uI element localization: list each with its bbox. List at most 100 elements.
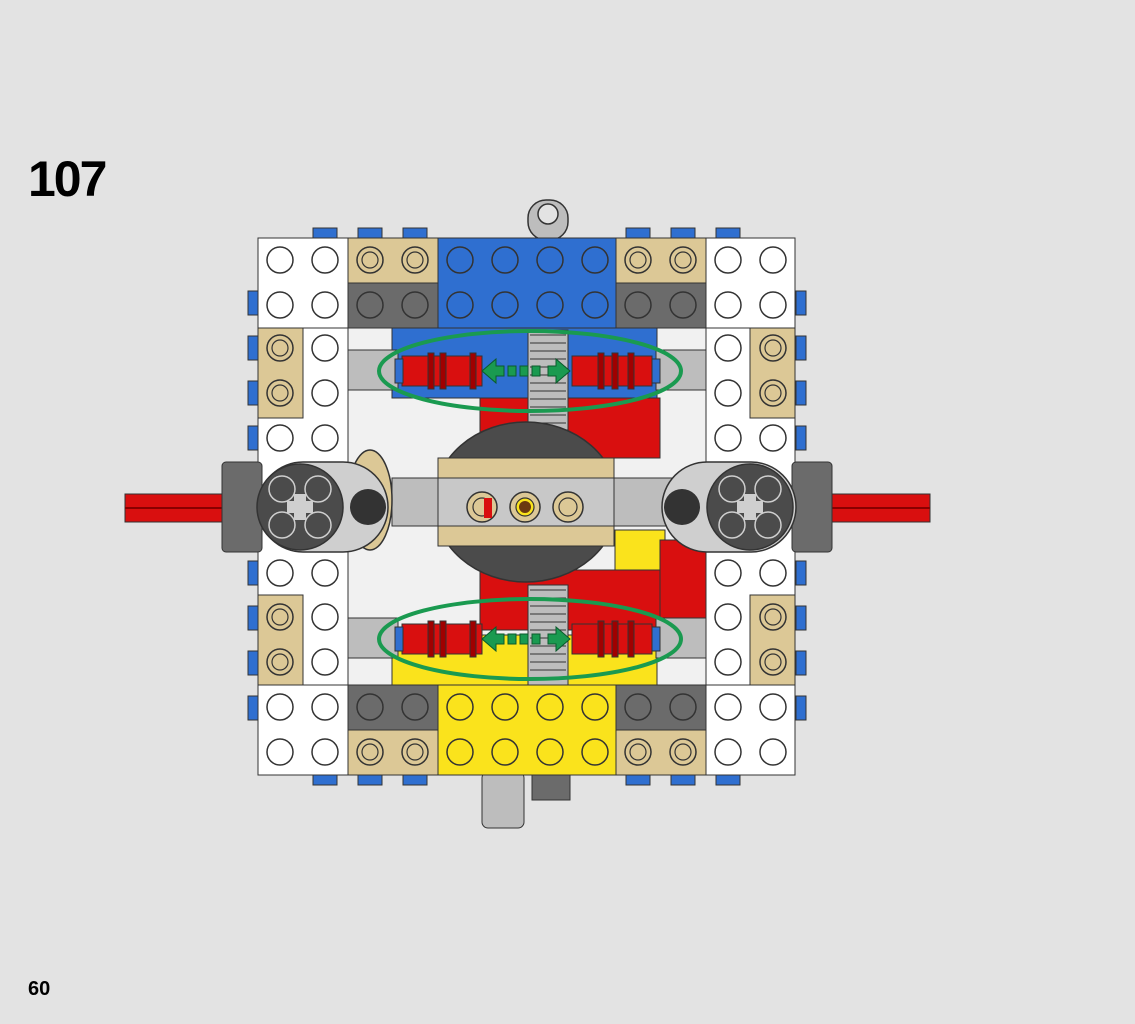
white-stud <box>311 603 339 631</box>
yellow-stud <box>491 738 519 766</box>
hub-hole <box>754 475 782 503</box>
blue-stud <box>536 291 564 319</box>
hub-hole <box>718 475 746 503</box>
white-stud <box>266 291 294 319</box>
white-stud <box>311 379 339 407</box>
double-arrow-icon <box>481 625 571 653</box>
tan-stud <box>759 648 787 676</box>
callout-ellipse <box>377 597 683 681</box>
white-stud <box>266 424 294 452</box>
tan-stud <box>759 603 787 631</box>
hub-hole <box>304 475 332 503</box>
blue-nub <box>247 695 259 721</box>
white-stud <box>714 291 742 319</box>
piston-cap <box>394 626 404 652</box>
yellow-stud <box>536 693 564 721</box>
tan-stud <box>356 738 384 766</box>
tan-stud <box>266 379 294 407</box>
white-stud <box>759 246 787 274</box>
white-stud <box>311 693 339 721</box>
blue-nub <box>357 774 383 786</box>
tan-stud <box>266 648 294 676</box>
blue-nub <box>312 774 338 786</box>
top-hook-hole <box>537 203 559 225</box>
callout-ellipse <box>377 329 683 413</box>
white-stud <box>714 559 742 587</box>
gray-stud <box>624 291 652 319</box>
blue-stud <box>446 291 474 319</box>
white-stud <box>759 424 787 452</box>
white-stud <box>714 379 742 407</box>
white-stud <box>311 246 339 274</box>
white-stud <box>311 424 339 452</box>
piston-ring <box>611 620 619 658</box>
blue-nub <box>625 227 651 239</box>
tan-stud <box>759 334 787 362</box>
blue-nub <box>247 335 259 361</box>
tan-stud <box>266 334 294 362</box>
blue-nub <box>670 774 696 786</box>
blue-nub <box>402 774 428 786</box>
blue-nub <box>795 560 807 586</box>
blue-nub <box>715 227 741 239</box>
blue-nub <box>357 227 383 239</box>
tan-stud <box>759 379 787 407</box>
blue-stud <box>446 246 474 274</box>
bottom-connector <box>481 771 525 829</box>
white-stud <box>759 693 787 721</box>
blue-nub <box>795 695 807 721</box>
white-stud <box>266 693 294 721</box>
white-stud <box>311 334 339 362</box>
gray-stud <box>356 291 384 319</box>
gray-stud <box>401 291 429 319</box>
white-stud <box>311 648 339 676</box>
gear-rack <box>527 329 569 431</box>
white-stud <box>714 648 742 676</box>
hub-hole <box>754 511 782 539</box>
hub-hole <box>268 475 296 503</box>
tan-stud <box>669 246 697 274</box>
white-stud <box>311 291 339 319</box>
gray-stud <box>356 693 384 721</box>
white-stud <box>714 603 742 631</box>
piston-cap <box>394 358 404 384</box>
white-stud <box>714 424 742 452</box>
inner-red-side <box>659 539 707 621</box>
blue-nub <box>247 290 259 316</box>
tan-stud <box>356 246 384 274</box>
blue-nub <box>247 380 259 406</box>
blue-nub <box>795 290 807 316</box>
piston-ring <box>439 620 447 658</box>
piston-ring <box>427 620 435 658</box>
blue-nub <box>247 605 259 631</box>
tan-stud <box>401 738 429 766</box>
blue-nub <box>247 560 259 586</box>
yellow-stud <box>446 693 474 721</box>
blue-nub <box>795 605 807 631</box>
piston-ring <box>597 352 605 390</box>
hub-hole <box>304 511 332 539</box>
hub-bracket-right <box>791 461 833 553</box>
piston-ring <box>611 352 619 390</box>
blue-stud <box>581 246 609 274</box>
step-number: 107 <box>28 151 107 207</box>
hub-hole <box>268 511 296 539</box>
hub-pin-right <box>664 489 700 525</box>
piston-ring <box>469 352 477 390</box>
tan-stud <box>624 246 652 274</box>
yellow-stud <box>446 738 474 766</box>
white-stud <box>311 738 339 766</box>
blue-nub <box>312 227 338 239</box>
tan-stud <box>624 738 652 766</box>
white-stud <box>714 693 742 721</box>
yellow-stud <box>581 738 609 766</box>
axle-hole <box>519 501 531 513</box>
pin-red-mark <box>484 498 492 518</box>
hub-bracket-left <box>221 461 263 553</box>
blue-nub <box>795 425 807 451</box>
tan-stud <box>401 246 429 274</box>
white-stud <box>759 291 787 319</box>
blue-nub <box>670 227 696 239</box>
blue-stud <box>581 291 609 319</box>
